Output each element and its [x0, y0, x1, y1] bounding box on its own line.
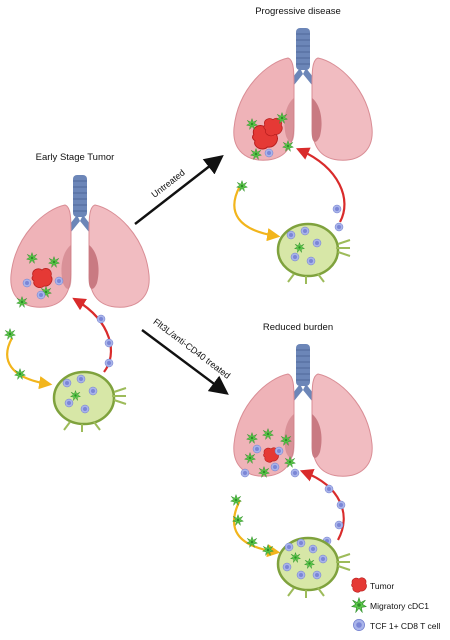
t-cell — [264, 148, 274, 158]
t-cell — [64, 398, 74, 408]
t-cell — [80, 404, 90, 414]
untreated-label: Untreated — [149, 168, 186, 200]
cdc1-legend-icon — [351, 597, 367, 613]
panel-title-early: Early Stage Tumor — [36, 152, 115, 163]
cdc1-cell — [262, 544, 274, 556]
untreated-arrow — [134, 155, 224, 225]
t-cell — [332, 204, 342, 214]
t-cell — [22, 278, 32, 288]
treated-label: Flt3L/anti-CD40 treated — [151, 316, 232, 380]
return-arrow-red — [295, 147, 346, 223]
t-cell — [54, 276, 64, 286]
t-cell — [62, 378, 72, 388]
lungs-illustration — [233, 343, 373, 477]
t-cell — [290, 252, 300, 262]
t-cell — [88, 386, 98, 396]
legend-tumor-label: Tumor — [370, 581, 394, 591]
t-cell — [306, 256, 316, 266]
t-cell — [96, 314, 106, 324]
t-cell — [270, 462, 280, 472]
t-cell — [312, 238, 322, 248]
tcell-legend-icon — [353, 619, 365, 631]
legend: Tumor Migratory cDC1 TCF 1+ CD8 T cell — [351, 577, 440, 631]
t-cell — [336, 500, 346, 510]
progressive-panel — [233, 27, 373, 284]
tumor-cell — [31, 267, 53, 289]
t-cell — [104, 338, 114, 348]
reduced-panel — [230, 343, 373, 598]
t-cell — [290, 468, 300, 478]
legend-cdc1-label: Migratory cDC1 — [370, 601, 429, 611]
t-cell — [312, 570, 322, 580]
migration-arrow-yellow — [233, 185, 281, 242]
t-cell — [308, 544, 318, 554]
t-cell — [76, 374, 86, 384]
tumor-legend-icon — [351, 577, 367, 593]
t-cell — [284, 542, 294, 552]
t-cell — [296, 570, 306, 580]
t-cell — [252, 444, 262, 454]
t-cell — [104, 358, 114, 368]
tumor-cell — [263, 117, 283, 137]
t-cell — [334, 520, 344, 530]
t-cell — [318, 554, 328, 564]
migration-arrow-yellow — [232, 499, 281, 558]
t-cell — [286, 230, 296, 240]
t-cell — [36, 290, 46, 300]
t-cell — [334, 222, 344, 232]
treated-arrow — [141, 329, 229, 395]
t-cell — [274, 446, 284, 456]
t-cell — [300, 226, 310, 236]
early-stage-panel — [4, 174, 150, 432]
t-cell — [240, 468, 250, 478]
t-cell — [296, 538, 306, 548]
cdc1-cell — [230, 494, 242, 506]
t-cell — [282, 562, 292, 572]
t-cell — [324, 484, 334, 494]
lungs-illustration — [10, 174, 150, 308]
panel-title-progressive: Progressive disease — [255, 6, 341, 17]
legend-tcell-label: TCF 1+ CD8 T cell — [370, 621, 440, 631]
panel-title-reduced: Reduced burden — [263, 322, 333, 333]
migration-arrow-yellow — [6, 337, 53, 390]
cdc1-cell — [4, 328, 16, 340]
